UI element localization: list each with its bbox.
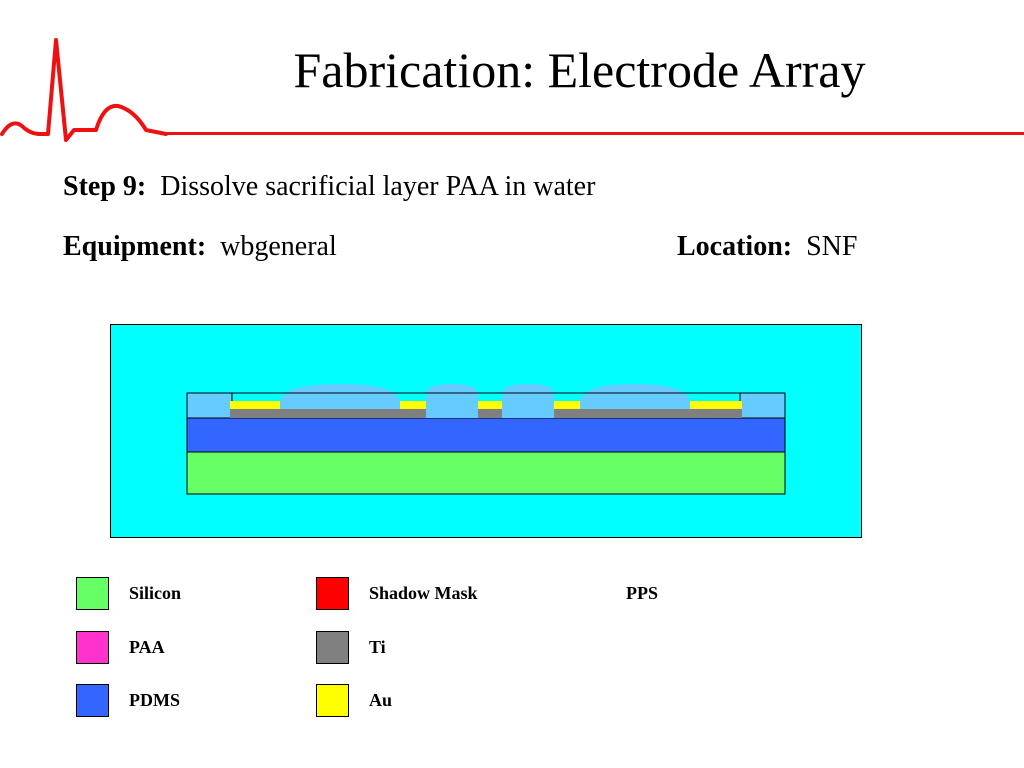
silicon-substrate [186,451,786,495]
pps-pillar-2 [502,384,554,418]
pps-mound-1 [280,384,400,409]
pps-mound-2 [580,384,690,409]
legend-label-pdms: PDMS [129,690,180,710]
stack-outline [186,392,786,495]
cross-section-diagram [110,324,862,538]
legend-swatch-pdms [76,684,109,717]
legend-swatch-au [316,684,349,717]
equipment-value: wbgeneral [220,231,337,262]
pps-layer-left [186,392,233,419]
title-underline [160,132,1024,135]
equipment-label: Equipment: [63,231,207,262]
legend-label-ti: Ti [369,637,386,657]
heartbeat-icon [0,38,168,142]
location-line: Location: SNF [677,230,857,264]
legend-label-pps: PPS [626,583,659,603]
legend-swatch-shadow-mask [316,577,349,610]
legend-swatch-paa [76,631,109,664]
au-layer [230,401,742,409]
pdms-layer [186,417,786,453]
legend-label-paa: PAA [129,637,165,657]
legend-label-silicon: Silicon [129,583,182,603]
step-line: Step 9: Dissolve sacrificial layer PAA i… [63,170,595,204]
ti-layer [230,409,742,418]
legend-swatch-ti [316,631,349,664]
legend-label-au: Au [369,690,393,710]
step-text: Dissolve sacrificial layer PAA in water [160,171,596,202]
location-value: SNF [806,231,858,262]
page-title: Fabrication: Electrode Array [293,42,866,98]
location-label: Location: [677,231,793,262]
step-label: Step 9: [63,171,147,202]
pps-pillar-1 [426,384,478,418]
legend-swatch-silicon [76,577,109,610]
pps-layer-right [739,392,786,419]
equipment-line: Equipment: wbgeneral [63,230,337,264]
legend-label-shadow-mask: Shadow Mask [369,583,478,603]
